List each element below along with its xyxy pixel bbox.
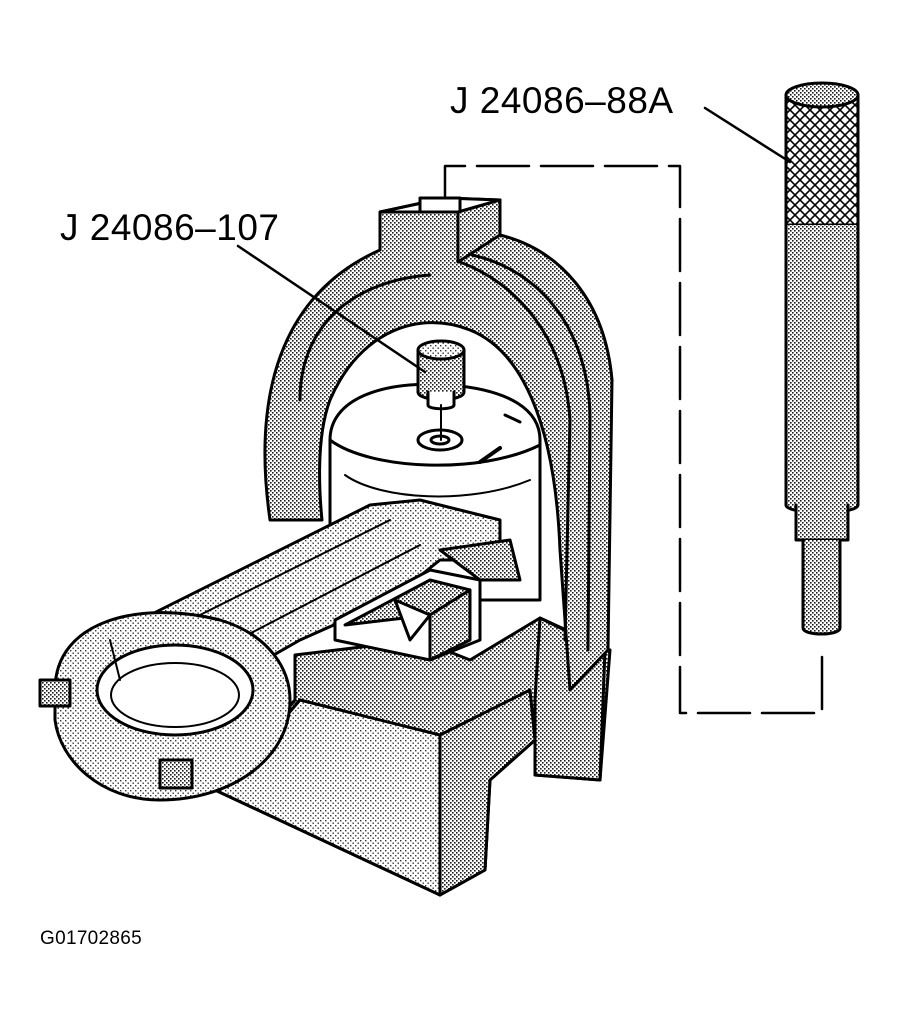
pin-guide-tool bbox=[416, 339, 466, 441]
callout-pin-guide: J 24086–107 bbox=[60, 207, 280, 248]
support-anvil bbox=[333, 538, 522, 662]
connecting-rod bbox=[38, 498, 502, 802]
figure-id: G01702865 bbox=[40, 928, 143, 949]
leader-pin-tool bbox=[703, 106, 792, 164]
pin-tool bbox=[784, 81, 860, 636]
leader-pin-guide bbox=[236, 244, 427, 374]
assembly-path-line bbox=[443, 164, 824, 715]
press-frame bbox=[263, 196, 614, 692]
callout-pin-tool: J 24086–88A bbox=[450, 80, 674, 121]
